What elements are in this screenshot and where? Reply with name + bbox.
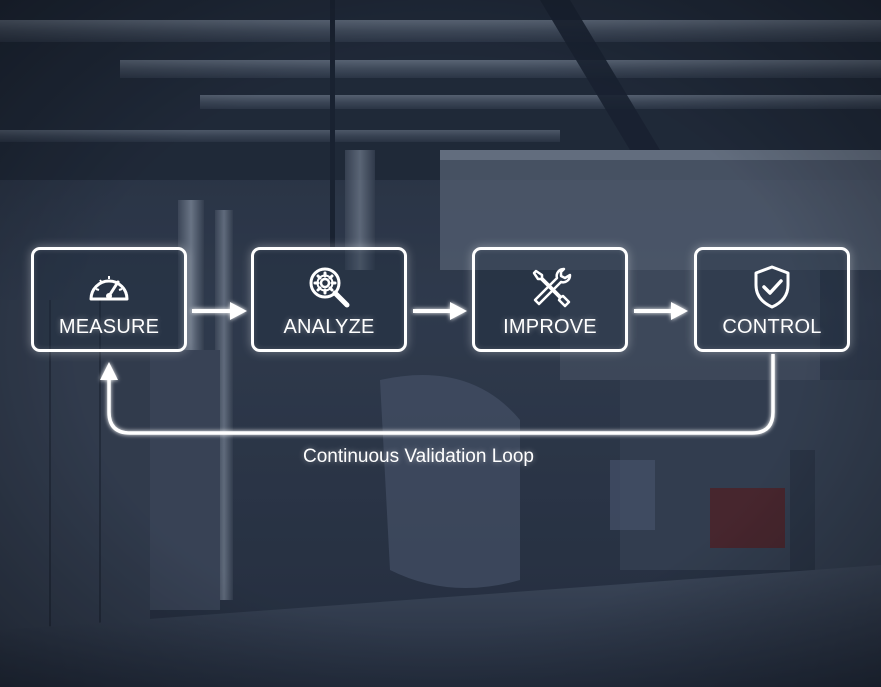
step-label: IMPROVE [503,316,597,338]
arrow-measure-to-analyze [192,302,247,320]
arrow-analyze-to-improve [413,302,467,320]
step-label: MEASURE [58,316,160,338]
step-control: CONTROL [694,247,850,352]
validation-loop-arrow [100,354,775,435]
step-measure: MEASURE [31,247,187,352]
step-label: CONTROL [722,316,822,338]
step-label: ANALYZE [283,316,375,338]
wrench-screwdriver-icon [532,267,572,308]
step-analyze: ANALYZE [251,247,407,352]
speedometer-icon [89,276,129,301]
arrow-improve-to-control [634,302,688,320]
shield-check-icon [754,265,790,309]
loop-label: Continuous Validation Loop [303,446,534,467]
gear-magnifier-icon [309,267,350,308]
step-improve: IMPROVE [472,247,628,352]
